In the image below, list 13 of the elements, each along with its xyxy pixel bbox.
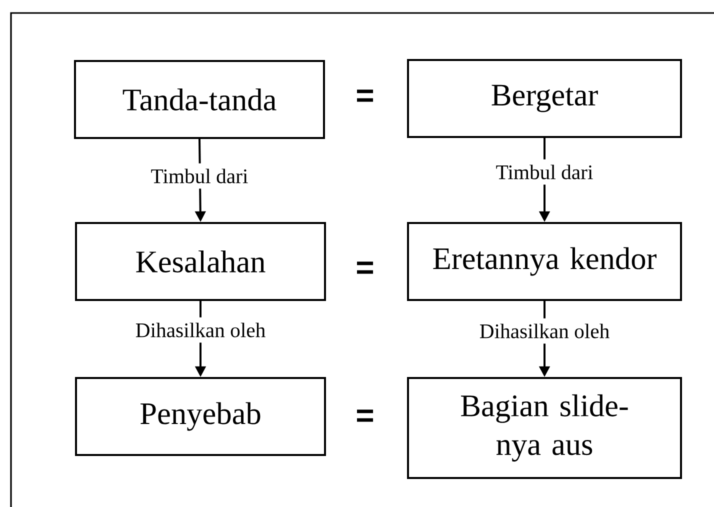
process-box: Bagian slide-nya aus xyxy=(407,377,682,479)
equals-sign: = xyxy=(357,262,374,274)
edge-label: Timbul dari xyxy=(490,159,599,185)
process-box: Tanda-tanda xyxy=(74,60,325,139)
process-box: Bergetar xyxy=(407,59,682,138)
edge-label: Dihasilkan oleh xyxy=(474,318,615,344)
equals-sign: = xyxy=(357,410,374,422)
process-box: Eretannya kendor xyxy=(407,222,682,301)
edge-label: Timbul dari xyxy=(145,163,254,189)
process-box: Kesalahan xyxy=(75,222,326,301)
process-box: Penyebab xyxy=(75,377,326,456)
edge-label: Dihasilkan oleh xyxy=(130,317,271,343)
equals-sign: = xyxy=(357,90,374,102)
